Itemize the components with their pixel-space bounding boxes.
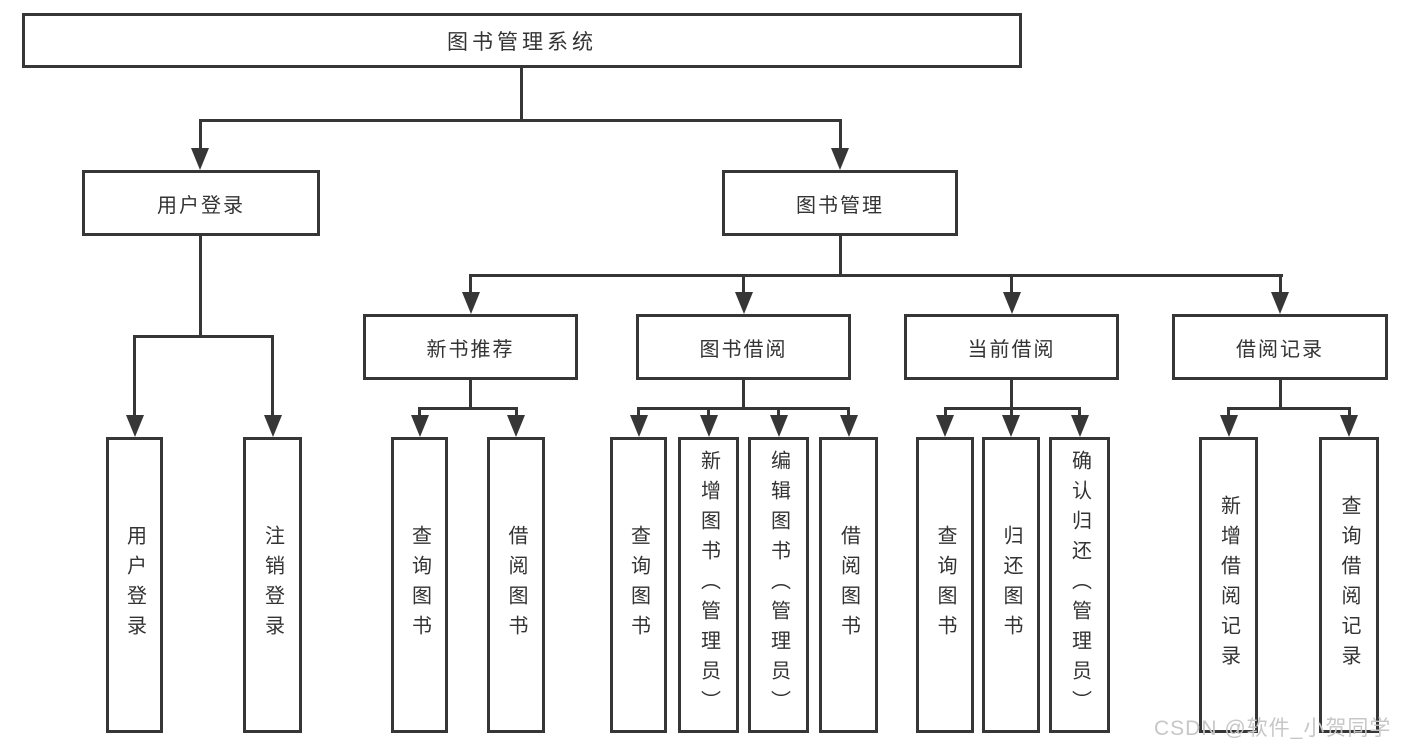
leaf-bb-query-books-label: 查询图书 (627, 525, 650, 645)
leaf-cb-return-books: 归还图书 (982, 437, 1040, 733)
leaf-nb-borrow-books-label: 借阅图书 (505, 525, 527, 645)
arrow-down (629, 408, 648, 437)
connector-user-login-stem (198, 236, 202, 337)
connector-book-borrowing-stem (742, 380, 745, 409)
arrow-down (936, 408, 954, 437)
leaf-bb-borrow-books-label: 借阅图书 (837, 525, 860, 645)
connector-current-borrowing-stem (1010, 380, 1013, 409)
arrow-down (507, 408, 525, 437)
leaf-bb-add-books-admin-label: 新增图书（管理员） (697, 450, 720, 720)
arrow-down (1070, 408, 1089, 437)
node-current-borrowing-label: 当前借阅 (967, 338, 1056, 361)
arrow-down (831, 120, 849, 170)
connector-borrowing-records-hline (1227, 406, 1351, 410)
connector-root-stem (519, 68, 523, 121)
leaf-br-add-record-label: 新增借阅记录 (1217, 495, 1240, 675)
leaf-logout-login: 注销登录 (243, 437, 302, 733)
node-current-borrowing: 当前借阅 (904, 314, 1119, 380)
node-root-label: 图书管理系统 (447, 30, 597, 54)
node-user-login-label: 用户登录 (157, 194, 245, 217)
leaf-bb-borrow-books: 借阅图书 (819, 437, 878, 733)
leaf-cb-query-books-label: 查询图书 (934, 525, 956, 645)
arrow-down (769, 408, 788, 437)
arrow-down (839, 408, 858, 437)
leaf-br-query-record-label: 查询借阅记录 (1338, 495, 1360, 675)
leaf-cb-confirm-return-admin-label: 确认归还（管理员） (1068, 450, 1091, 720)
connector-user-login-hline (133, 334, 274, 338)
leaf-bb-edit-books-admin-label: 编辑图书（管理员） (767, 450, 790, 720)
leaf-user-login: 用户登录 (106, 437, 163, 733)
connector-book-mgmt-stem (838, 236, 842, 276)
leaf-user-login-label: 用户登录 (123, 525, 146, 645)
arrow-down (125, 336, 144, 437)
leaf-logout-login-label: 注销登录 (261, 525, 284, 645)
arrow-down (1002, 275, 1021, 314)
arrow-down (1340, 408, 1358, 437)
arrow-down (1002, 408, 1020, 437)
node-root: 图书管理系统 (22, 13, 1022, 68)
leaf-cb-return-books-label: 归还图书 (1000, 525, 1022, 645)
connector-book-mgmt-hline (469, 273, 1283, 277)
arrow-down (263, 336, 282, 437)
leaf-br-add-record: 新增借阅记录 (1199, 437, 1258, 733)
node-user-login: 用户登录 (82, 170, 320, 236)
node-borrowing-records: 借阅记录 (1172, 314, 1388, 380)
leaf-bb-query-books: 查询图书 (610, 437, 667, 733)
arrow-down (1271, 275, 1289, 314)
leaf-bb-edit-books-admin: 编辑图书（管理员） (748, 437, 809, 733)
connector-borrowing-records-stem (1278, 380, 1282, 409)
leaf-br-query-record: 查询借阅记录 (1319, 437, 1379, 733)
node-book-borrowing: 图书借阅 (636, 314, 851, 380)
watermark-text: CSDN @软件_小贺同学 (1154, 717, 1392, 740)
arrow-down (699, 408, 718, 437)
arrow-down (191, 120, 209, 170)
arrow-down (734, 275, 753, 314)
leaf-nb-query-books: 查询图书 (391, 437, 448, 733)
connector-new-book-stem (469, 380, 472, 409)
node-book-management: 图书管理 (722, 170, 958, 236)
arrow-down (410, 408, 429, 437)
leaf-bb-add-books-admin: 新增图书（管理员） (678, 437, 739, 733)
connector-new-book-hline (418, 406, 518, 410)
node-borrowing-records-label: 借阅记录 (1236, 338, 1324, 361)
arrow-down (461, 275, 480, 314)
node-book-management-label: 图书管理 (796, 194, 884, 217)
node-book-borrowing-label: 图书借阅 (699, 338, 788, 361)
node-new-book-recommendation: 新书推荐 (363, 314, 578, 380)
leaf-cb-query-books: 查询图书 (916, 437, 974, 733)
node-new-book-recommendation-label: 新书推荐 (426, 338, 515, 361)
connector-book-borrowing-hline (637, 406, 850, 410)
leaf-nb-borrow-books: 借阅图书 (487, 437, 545, 733)
arrow-down (1219, 408, 1238, 437)
connector-root-hline (198, 119, 842, 122)
leaf-cb-confirm-return-admin: 确认归还（管理员） (1049, 437, 1110, 733)
leaf-nb-query-books-label: 查询图书 (408, 525, 431, 645)
